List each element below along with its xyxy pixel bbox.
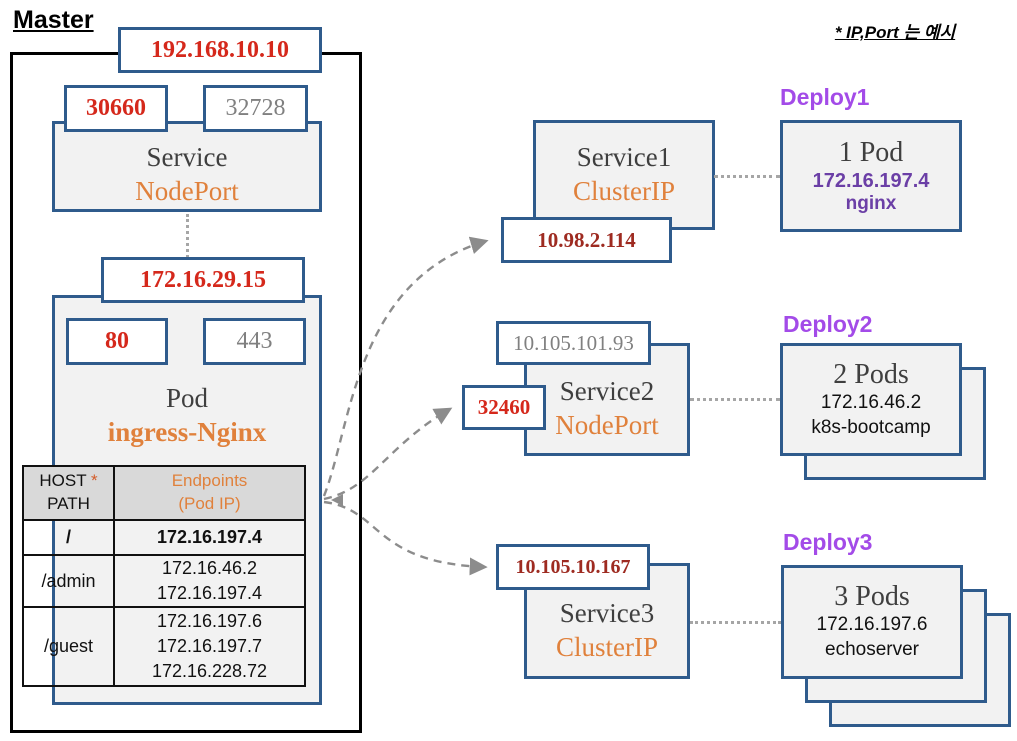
- path-cell: /: [22, 519, 115, 556]
- pod-title: Pod: [165, 383, 209, 414]
- routing-table-header-row: HOST * PATH Endpoints (Pod IP): [22, 465, 306, 521]
- ingress-pod-title-group: Pod ingress-Nginx: [52, 372, 322, 460]
- service-type-label: NodePort: [135, 175, 239, 206]
- service2-node-port: 32460: [477, 395, 531, 419]
- path-cell: /admin: [22, 554, 115, 608]
- deploy1-pod-ip: 172.16.197.4: [812, 169, 930, 192]
- service2-nodeport-box: 32460: [462, 385, 546, 430]
- table-row-guest: /guest 172.16.197.6 172.16.197.7 172.16.…: [22, 606, 306, 687]
- pod-name: ingress-Nginx: [107, 417, 267, 447]
- service2-cluster-ip: 10.105.101.93: [513, 330, 634, 355]
- endpoint-ip: 172.16.197.4: [156, 583, 263, 603]
- service2-name: Service2: [559, 376, 655, 407]
- nodeport-active-port-box: 30660: [64, 85, 168, 132]
- service3-name: Service3: [559, 598, 655, 629]
- endpoint-ip: 172.16.46.2: [161, 558, 258, 578]
- endpoint-cell: 172.16.197.6 172.16.197.7 172.16.228.72: [113, 606, 306, 687]
- host-path-header: HOST * PATH: [22, 465, 115, 521]
- master-node-ip: 192.168.10.10: [151, 36, 289, 63]
- service1-name: Service1: [576, 142, 672, 173]
- host-asterisk: *: [91, 471, 98, 491]
- master-node-ip-box: 192.168.10.10: [118, 27, 322, 73]
- service3-cluster-ip-box: 10.105.10.167: [496, 544, 650, 590]
- endpoints-header: Endpoints (Pod IP): [113, 465, 306, 521]
- ingress-pod-ip: 172.16.29.15: [140, 266, 266, 293]
- master-label: Master: [13, 6, 94, 34]
- pod-ip-header-text: (Pod IP): [178, 494, 241, 513]
- service-nodeport-box: Service NodePort: [52, 121, 322, 212]
- ingress-routing-table: HOST * PATH Endpoints (Pod IP) / 172.16.…: [22, 465, 306, 687]
- deploy1-label: Deploy1: [780, 84, 870, 110]
- service2-title-group: Service2 NodePort: [524, 365, 690, 453]
- path-header-text: PATH: [47, 494, 90, 513]
- endpoint-ip: 172.16.197.7: [156, 636, 263, 656]
- deploy3-pod-box: 3 Pods 172.16.197.6 echoserver: [781, 565, 963, 679]
- deploy3-label: Deploy3: [783, 529, 873, 555]
- service1-cluster-ip: 10.98.2.114: [537, 227, 636, 252]
- deploy2-app-name: k8s-bootcamp: [811, 416, 931, 438]
- deploy2-pod-box: 2 Pods 172.16.46.2 k8s-bootcamp: [780, 343, 962, 456]
- table-row-root: / 172.16.197.4: [22, 519, 306, 556]
- service1-cluster-ip-box: 10.98.2.114: [501, 217, 672, 263]
- path-cell: /guest: [22, 606, 115, 687]
- service2-to-pods-dotted-line: [690, 398, 780, 401]
- service1-type: ClusterIP: [572, 176, 675, 206]
- pod-port-80-box: 80: [66, 318, 168, 365]
- endpoint-ip: 172.16.228.72: [151, 661, 268, 681]
- service-to-pod-dotted-line: [186, 214, 189, 258]
- deploy2-pod-ip: 172.16.46.2: [820, 391, 922, 413]
- deploy2-label: Deploy2: [783, 311, 873, 337]
- nodeport-active-port: 30660: [86, 95, 146, 121]
- endpoints-header-text: Endpoints: [171, 471, 248, 491]
- pod-port-443-box: 443: [203, 318, 306, 365]
- deploy3-pod-ip: 172.16.197.6: [816, 614, 928, 636]
- service2-cluster-ip-box: 10.105.101.93: [496, 321, 651, 365]
- ingress-pod-ip-box: 172.16.29.15: [101, 257, 305, 303]
- service1-box: Service1 ClusterIP: [533, 120, 715, 230]
- deploy3-app-name: echoserver: [825, 639, 919, 661]
- service-title: Service: [146, 141, 228, 172]
- nodeport-inactive-port: 32728: [225, 95, 286, 121]
- ip-port-example-note: * IP,Port 는 예시: [834, 23, 956, 42]
- service1-to-pod-dotted-line: [714, 175, 780, 178]
- deploy1-app-name: nginx: [845, 192, 897, 214]
- service3-type: ClusterIP: [555, 632, 658, 662]
- host-header-text: HOST: [39, 471, 87, 491]
- deploy1-pod-box: 1 Pod 172.16.197.4 nginx: [780, 120, 962, 232]
- deploy1-pods-count: 1 Pod: [838, 136, 904, 168]
- service3-cluster-ip: 10.105.10.167: [515, 555, 631, 578]
- deploy3-pods-count: 3 Pods: [834, 581, 910, 613]
- table-row-admin: /admin 172.16.46.2 172.16.197.4: [22, 554, 306, 608]
- endpoint-cell: 172.16.46.2 172.16.197.4: [113, 554, 306, 608]
- deploy2-pods-count: 2 Pods: [833, 358, 909, 390]
- service2-type: NodePort: [555, 410, 659, 440]
- pod-port-443: 443: [236, 328, 273, 354]
- pod-port-80: 80: [105, 328, 129, 354]
- endpoint-ip: 172.16.197.6: [156, 611, 263, 631]
- endpoint-cell: 172.16.197.4: [113, 519, 306, 556]
- service3-title-group: Service3 ClusterIP: [524, 590, 690, 672]
- nodeport-inactive-port-box: 32728: [203, 85, 308, 132]
- service3-to-pods-dotted-line: [690, 621, 781, 624]
